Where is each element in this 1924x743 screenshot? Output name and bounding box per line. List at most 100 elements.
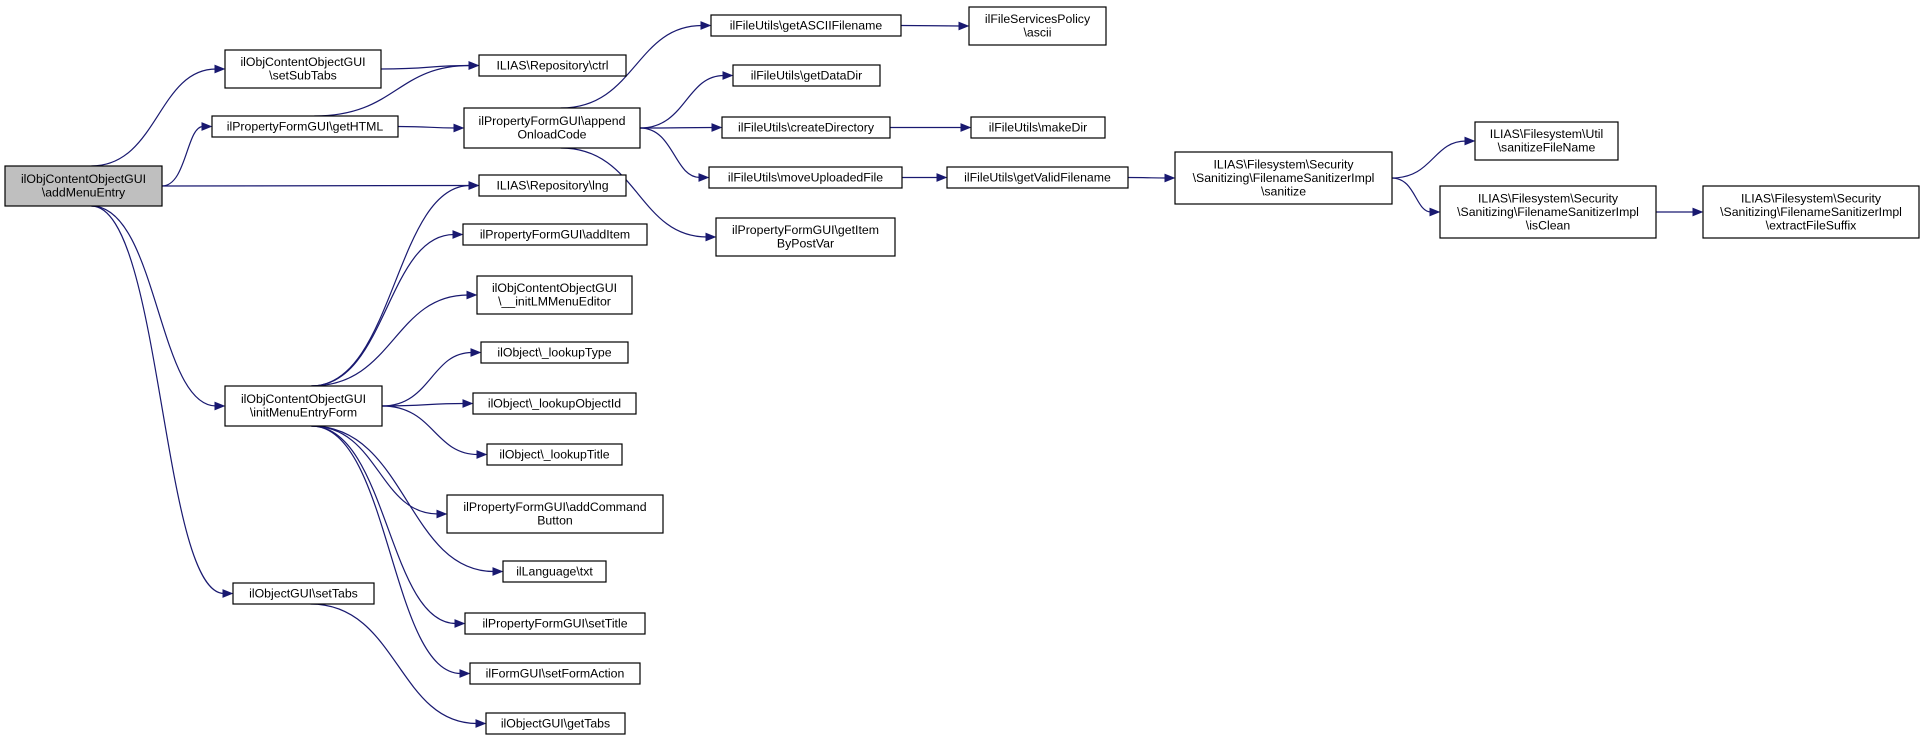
arrowhead-icon — [454, 619, 466, 628]
node-makeDir[interactable]: ilFileUtils\makeDir — [970, 116, 1106, 139]
node-root[interactable]: ilObjContentObjectGUI\addMenuEntry — [4, 165, 163, 207]
edge-line — [397, 125, 456, 129]
edge-line — [381, 351, 473, 407]
node-label: \setSubTabs — [269, 69, 337, 83]
node-box — [476, 275, 633, 315]
node-lng[interactable]: ILIAS\Repository\lng — [478, 174, 627, 197]
edge-line — [639, 74, 725, 129]
node-box — [224, 49, 382, 89]
node-box — [464, 612, 646, 635]
node-label: ilFileUtils\createDirectory — [738, 120, 875, 134]
edge-initMenuEntryForm-to-lookupType — [381, 348, 482, 407]
edge-line — [311, 294, 469, 387]
node-getValidFilename[interactable]: ilFileUtils\getValidFilename — [946, 166, 1129, 189]
node-lookupObjectId[interactable]: ilObject\_lookupObjectId — [472, 392, 637, 415]
edge-getValidFilename-to-sanitize — [1127, 173, 1176, 183]
node-lookupTitle[interactable]: ilObject\_lookupTitle — [486, 443, 623, 466]
node-label: ilPropertyFormGUI\addItem — [480, 227, 630, 241]
edge-initMenuEntryForm-to-lng — [311, 181, 480, 387]
edge-line — [161, 125, 204, 187]
arrowhead-icon — [475, 719, 487, 728]
arrowhead-icon — [214, 401, 226, 411]
node-isClean[interactable]: ILIAS\Filesystem\Security\Sanitizing\Fil… — [1439, 185, 1657, 239]
node-box — [463, 107, 641, 149]
node-txt[interactable]: ilLanguage\txt — [502, 560, 607, 583]
node-box — [968, 6, 1107, 46]
node-getTabs[interactable]: ilObjectGUI\getTabs — [485, 712, 626, 735]
node-label: ilPropertyFormGUI\getHTML — [227, 119, 384, 133]
node-setTitle[interactable]: ilPropertyFormGUI\setTitle — [464, 612, 646, 635]
arrowhead-icon — [222, 589, 234, 598]
node-getASCIIFilename[interactable]: ilFileUtils\getASCIIFilename — [710, 14, 902, 37]
node-label: ilObjContentObjectGUI — [492, 281, 617, 295]
node-label: ilPropertyFormGUI\addCommand — [463, 500, 646, 514]
node-addItem[interactable]: ilPropertyFormGUI\addItem — [462, 223, 648, 246]
node-box — [1474, 121, 1619, 161]
node-setFormAction[interactable]: ilFormGUI\setFormAction — [469, 662, 641, 685]
node-getDataDir[interactable]: ilFileUtils\getDataDir — [732, 64, 881, 87]
node-setTabs[interactable]: ilObjectGUI\setTabs — [232, 582, 375, 605]
edge-initMenuEntryForm-to-lookupObjectId — [381, 399, 474, 408]
arrowhead-icon — [722, 71, 734, 80]
node-label: ilFileUtils\getASCIIFilename — [730, 18, 883, 32]
node-extractFileSuffix[interactable]: ILIAS\Filesystem\Security\Sanitizing\Fil… — [1702, 185, 1920, 239]
edge-setTabs-to-getTabs — [310, 603, 487, 728]
node-label: \initMenuEntryForm — [250, 406, 357, 420]
edge-line — [311, 425, 439, 515]
arrowhead-icon — [468, 181, 480, 190]
node-box — [1174, 151, 1393, 205]
edge-line — [311, 425, 462, 675]
arrowhead-icon — [459, 669, 471, 678]
edge-appendOnload-to-getItemByPostVar — [560, 147, 717, 242]
node-ctrl[interactable]: ILIAS\Repository\ctrl — [478, 54, 627, 77]
node-lookupType[interactable]: ilObject\_lookupType — [480, 341, 629, 364]
node-label: \__initLMMenuEditor — [498, 295, 611, 309]
node-label: \Sanitizing\FilenameSanitizerImpl — [1457, 205, 1639, 219]
node-box — [708, 166, 903, 189]
edge-line — [311, 425, 457, 625]
node-label: Button — [537, 514, 573, 528]
node-moveUploadedFile[interactable]: ilFileUtils\moveUploadedFile — [708, 166, 903, 189]
arrowhead-icon — [1692, 207, 1704, 217]
node-label: ILIAS\Filesystem\Security — [1213, 157, 1354, 171]
arrowhead-icon — [462, 399, 474, 408]
node-box — [478, 174, 627, 197]
node-setSubTabs[interactable]: ilObjContentObjectGUI\setSubTabs — [224, 49, 382, 89]
edge-getHTML-to-ctrl — [314, 61, 480, 117]
node-ascii[interactable]: ilFileServicesPolicy\ascii — [968, 6, 1107, 46]
arrowhead-icon — [1464, 136, 1476, 146]
arrowhead-icon — [1429, 207, 1441, 217]
node-getHTML[interactable]: ilPropertyFormGUI\getHTML — [211, 115, 399, 138]
edge-line — [310, 603, 478, 725]
edge-moveUploadedFile-to-getValidFilename — [902, 173, 948, 182]
node-label: ilObject\_lookupTitle — [499, 447, 609, 461]
node-label: \sanitizeFileName — [1498, 141, 1596, 155]
edge-initMenuEntryForm-to-initLMMenuEditor — [311, 290, 478, 387]
node-initLMMenuEditor[interactable]: ilObjContentObjectGUI\__initLMMenuEditor — [476, 275, 633, 315]
node-createDirectory[interactable]: ilFileUtils\createDirectory — [721, 116, 891, 139]
edge-appendOnload-to-createDirectory — [639, 123, 723, 132]
node-label: ilFileUtils\moveUploadedFile — [728, 170, 883, 184]
arrowhead-icon — [470, 348, 482, 357]
edge-layer — [91, 21, 1704, 728]
node-box — [211, 115, 399, 138]
node-label: ILIAS\Filesystem\Security — [1478, 191, 1619, 205]
edge-appendOnload-to-moveUploadedFile — [639, 127, 710, 182]
node-label: ILIAS\Filesystem\Util — [1490, 127, 1603, 141]
node-box — [224, 385, 383, 427]
edge-isClean-to-extractFileSuffix — [1656, 207, 1704, 217]
node-label: \extractFileSuffix — [1766, 218, 1858, 232]
node-sanitize[interactable]: ILIAS\Filesystem\Security\Sanitizing\Fil… — [1174, 151, 1393, 205]
arrowhead-icon — [453, 123, 465, 133]
arrowhead-icon — [201, 122, 213, 131]
node-sanitizeFileName[interactable]: ILIAS\Filesystem\Util\sanitizeFileName — [1474, 121, 1619, 161]
node-initMenuEntryForm[interactable]: ilObjContentObjectGUI\initMenuEntryForm — [224, 385, 383, 427]
node-box — [710, 14, 902, 37]
edge-createDirectory-to-makeDir — [890, 123, 972, 132]
edge-line — [91, 205, 225, 595]
edge-initMenuEntryForm-to-setFormAction — [311, 425, 471, 678]
